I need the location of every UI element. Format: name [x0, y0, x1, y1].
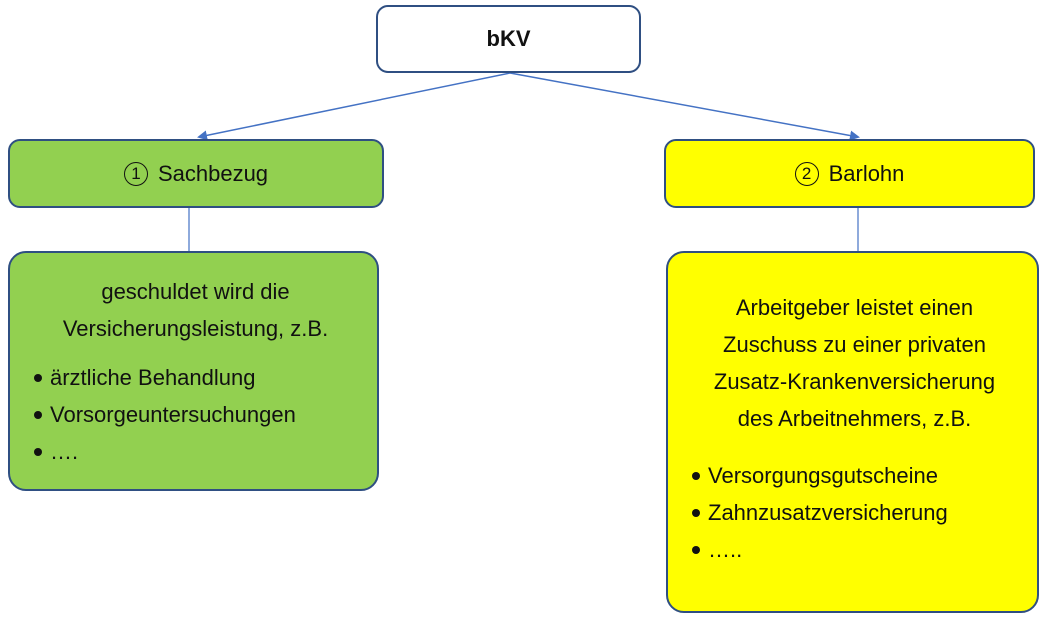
list-item-text: ….. [708, 536, 743, 562]
root-label: bKV [486, 26, 531, 51]
intro-line: Arbeitgeber leistet einen [735, 295, 974, 320]
intro-line: geschuldet wird die [101, 279, 290, 304]
branch-barlohn-detail: Arbeitgeber leistet einen Zuschuss zu ei… [666, 251, 1039, 613]
branch-number-badge: 2 [794, 161, 819, 186]
list-item-text: Zahnzusatzversicherung [708, 499, 948, 525]
detail-intro: geschuldet wird die Versicherungsleistun… [34, 273, 357, 347]
list-item: …. [34, 433, 357, 470]
branch-barlohn-header: 2 Barlohn [664, 139, 1035, 208]
branch-sachbezug-detail: geschuldet wird die Versicherungsleistun… [8, 251, 379, 491]
example-list: Versorgungsgutscheine Zahnzusatzversiche… [692, 457, 1017, 568]
list-item-text: Versorgungsgutscheine [708, 462, 938, 488]
detail-intro: Arbeitgeber leistet einen Zuschuss zu ei… [692, 289, 1017, 437]
list-item-text: …. [50, 438, 79, 464]
list-item-text: Vorsorgeuntersuchungen [50, 401, 296, 427]
bullet-icon [692, 508, 700, 517]
arrow-root-to-sachbezug [197, 72, 511, 141]
list-item: Versorgungsgutscheine [692, 457, 1017, 494]
list-item: Zahnzusatzversicherung [692, 494, 1017, 531]
list-item-text: ärztliche Behandlung [50, 364, 256, 390]
bullet-icon [692, 545, 700, 554]
branch-sachbezug-header: 1 Sachbezug [8, 139, 384, 208]
intro-line: Zusatz-Krankenversicherung [713, 369, 996, 394]
intro-line: des Arbeitnehmers, z.B. [737, 406, 972, 431]
branch-number-badge: 1 [123, 161, 148, 186]
bullet-icon [34, 373, 42, 382]
bullet-icon [34, 447, 42, 456]
bullet-icon [692, 471, 700, 480]
list-item: Vorsorgeuntersuchungen [34, 396, 357, 433]
intro-line: Zuschuss zu einer privaten [723, 332, 986, 357]
branch-title: Sachbezug [157, 160, 269, 186]
arrow-root-to-barlohn [509, 72, 860, 141]
list-item: ärztliche Behandlung [34, 359, 357, 396]
list-item: ….. [692, 531, 1017, 568]
example-list: ärztliche Behandlung Vorsorgeuntersuchun… [34, 359, 357, 470]
root-node: bKV [376, 5, 641, 73]
intro-line: Versicherungsleistung, z.B. [62, 316, 329, 341]
bullet-icon [34, 410, 42, 419]
branch-title: Barlohn [828, 160, 905, 186]
